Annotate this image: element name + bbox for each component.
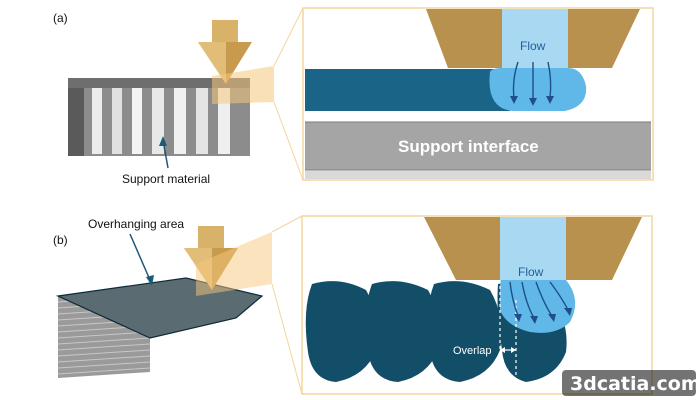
nozzle-barrel: [198, 226, 224, 248]
part-top: [68, 78, 250, 88]
nozzle-barrel: [212, 20, 238, 42]
support-rib: [92, 84, 102, 154]
support-material-label: Support material: [122, 172, 210, 186]
zoom-guide-line: [273, 101, 304, 181]
flow-arrowheads: [510, 96, 554, 106]
nozzle-wall-left: [426, 9, 502, 68]
deposited-bead: [305, 281, 378, 382]
deposited-bead: [427, 281, 502, 382]
zoom-guide-line: [273, 7, 304, 67]
layered-part: [55, 277, 264, 378]
support-rib: [152, 84, 164, 154]
zoom-box-a: Flow Support interface: [302, 7, 654, 181]
support-rib: [174, 84, 186, 154]
overlap-arrowhead: [511, 347, 516, 353]
flow-arrows: [509, 281, 569, 319]
support-rib: [196, 84, 208, 154]
flow-label-a: Flow: [520, 39, 546, 53]
melt-bead: [489, 68, 587, 111]
nozzle-cone-highlight: [198, 42, 226, 84]
panel-b-label: (b): [53, 233, 68, 247]
interface-base: [305, 171, 651, 179]
flow-arrowheads: [514, 308, 572, 324]
watermark: 3dcatia.com: [562, 370, 700, 396]
panel-a-label: (a): [53, 11, 68, 25]
flow-label-b: Flow: [518, 265, 544, 279]
support-rib: [112, 84, 122, 154]
zoom-box-b: Overlap Flow: [301, 215, 653, 395]
overhanging-area-label: Overhanging area: [88, 217, 184, 231]
nozzle-wall-left: [424, 217, 500, 280]
callout-arrowhead: [159, 136, 167, 146]
callout-arrowhead: [146, 275, 154, 286]
nozzle-a: [198, 20, 252, 84]
callout-line: [129, 233, 151, 281]
zoom-highlight: [196, 232, 272, 296]
zoom-guide-line: [271, 283, 303, 395]
flow-arrows: [512, 61, 552, 100]
support-interface-block: [305, 122, 651, 170]
overlap-arrowhead: [500, 347, 505, 353]
support-rib: [132, 84, 142, 154]
zoom-guide-line: [271, 215, 303, 233]
watermark-bg: [562, 370, 696, 396]
nozzle-wall-right: [566, 217, 642, 280]
watermark-text: 3dcatia.com: [570, 373, 700, 395]
nozzle-wall-right: [568, 9, 640, 68]
panel-a: (a) Support material: [53, 7, 654, 186]
overlap-label: Overlap: [453, 345, 492, 357]
panel-b: (b): [53, 215, 653, 395]
part-edge: [68, 78, 84, 156]
zoom-highlight: [212, 66, 274, 104]
support-interface-label: Support interface: [398, 137, 539, 156]
deposited-bead: [365, 281, 440, 382]
flow-channel: [500, 217, 566, 281]
flow-channel: [502, 9, 568, 69]
deposited-road: [305, 69, 510, 111]
